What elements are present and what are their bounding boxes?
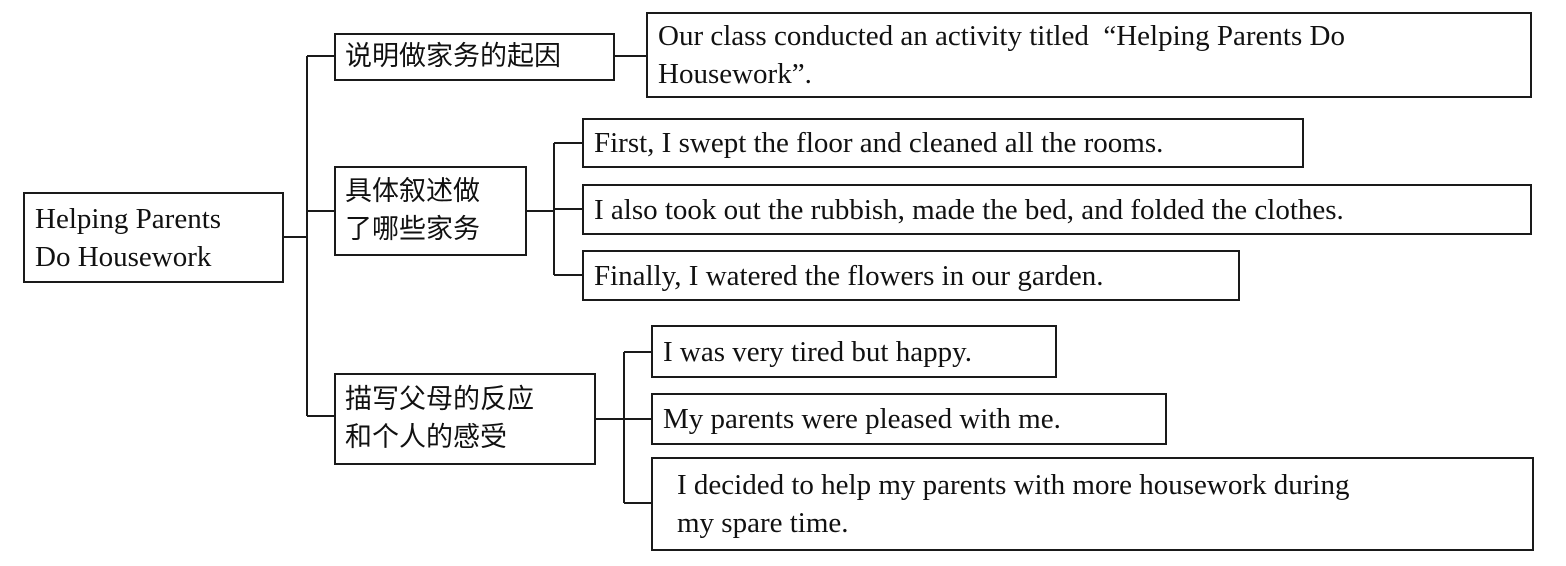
leaf-node-parents-pleased: My parents were pleased with me.: [651, 393, 1167, 445]
leaf-1-1-line-2: Housework”.: [658, 58, 812, 90]
leaf-1-1-line-1: Our class conducted an activity titled “…: [658, 20, 1345, 52]
branch-1-label: 说明做家务的起因: [345, 41, 561, 72]
branch-2-label-line-1: 具体叙述做: [345, 176, 480, 207]
leaf-3-2-text: My parents were pleased with me.: [663, 403, 1061, 435]
branch-2-label-line-2: 了哪些家务: [345, 214, 480, 245]
leaf-node-tired-happy: I was very tired but happy.: [651, 325, 1057, 378]
branch-node-chores: 具体叙述做 了哪些家务: [334, 166, 527, 256]
branch-3-label-line-1: 描写父母的反应: [345, 384, 534, 415]
branch-3-label-line-2: 和个人的感受: [345, 422, 507, 453]
leaf-2-2-text: I also took out the rubbish, made the be…: [594, 193, 1344, 226]
leaf-3-3-line-1: I decided to help my parents with more h…: [677, 469, 1350, 501]
root-title-line-2: Do Housework: [35, 240, 212, 273]
leaf-node-rubbish: I also took out the rubbish, made the be…: [582, 184, 1532, 235]
leaf-2-1-text: First, I swept the floor and cleaned all…: [594, 127, 1164, 159]
branch-node-reactions: 描写父母的反应 和个人的感受: [334, 373, 596, 465]
branch-node-cause: 说明做家务的起因: [334, 33, 615, 81]
leaf-node-flowers: Finally, I watered the flowers in our ga…: [582, 250, 1240, 301]
root-title-line-1: Helping Parents: [35, 202, 222, 235]
leaf-node-activity: Our class conducted an activity titled “…: [646, 12, 1532, 98]
root-node: Helping Parents Do Housework: [23, 192, 284, 283]
leaf-3-1-text: I was very tired but happy.: [663, 335, 972, 368]
leaf-node-decided-help: I decided to help my parents with more h…: [651, 457, 1534, 551]
leaf-2-3-text: Finally, I watered the flowers in our ga…: [594, 259, 1104, 292]
leaf-node-swept-floor: First, I swept the floor and cleaned all…: [582, 118, 1304, 168]
leaf-3-3-line-2: my spare time.: [677, 507, 849, 539]
